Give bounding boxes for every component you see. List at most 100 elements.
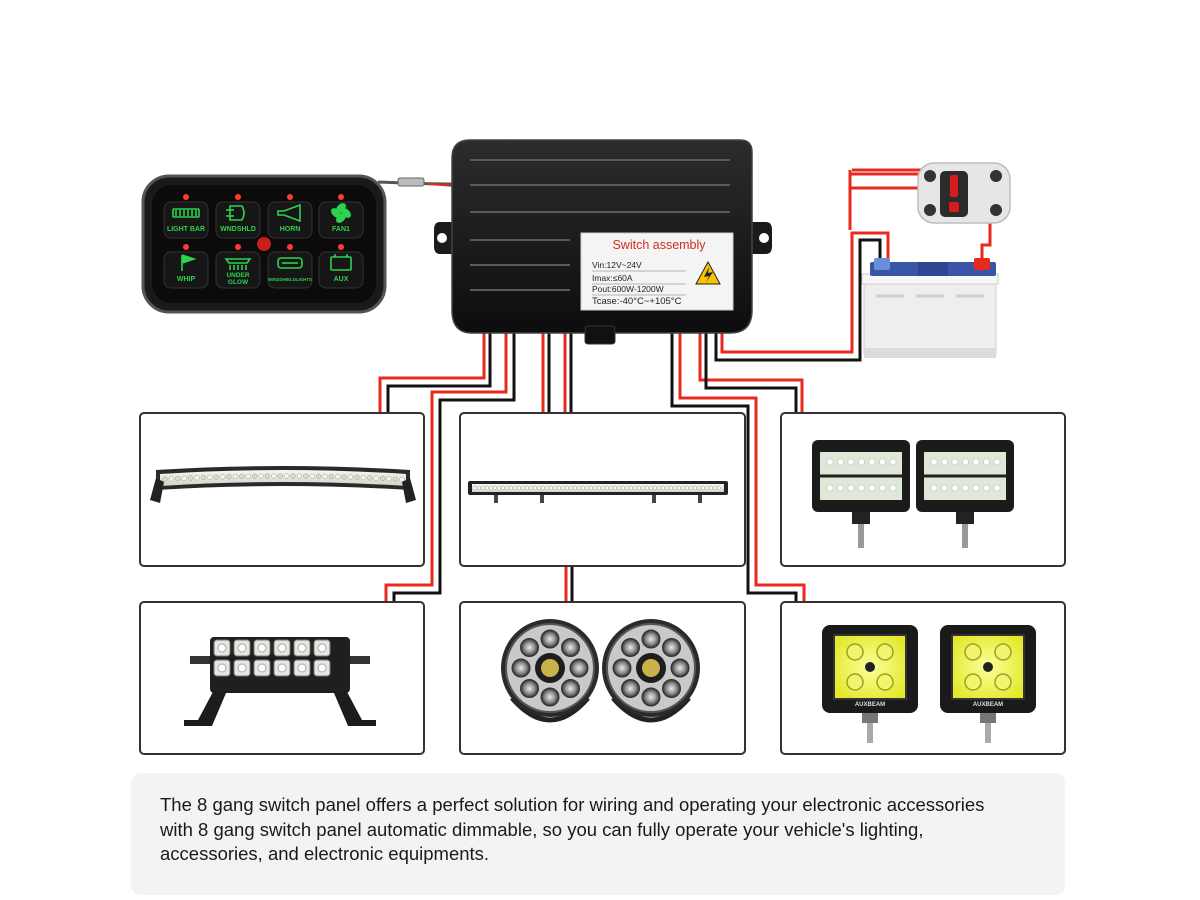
switch-label: WHIP (177, 276, 196, 283)
led (317, 643, 327, 653)
led (239, 473, 245, 480)
led (673, 486, 677, 490)
led (207, 474, 213, 480)
led (373, 475, 379, 481)
wire-breaker-red (848, 172, 934, 230)
led (354, 474, 360, 480)
led (617, 486, 621, 490)
switch-button-windshieldlights[interactable]: WINDSHIELDLIGHTS (267, 244, 313, 289)
spec-tcase: Tcase:-40°C~+105°C (592, 296, 682, 307)
led (341, 474, 347, 480)
led (951, 458, 959, 466)
battery (861, 258, 999, 358)
brand-label: AUXBEAM (855, 702, 885, 708)
led (181, 475, 187, 481)
round-light (602, 619, 700, 723)
led (940, 484, 948, 492)
short-light-bar-image (184, 637, 376, 726)
wire-br-black (670, 333, 798, 602)
spec-vin: Vin:12V~24V (592, 260, 642, 270)
brand-label: AUXBEAM (973, 702, 1003, 708)
led (232, 473, 239, 480)
flood-pods-image (812, 440, 1014, 548)
led (297, 643, 307, 653)
led (876, 643, 894, 661)
horn-icon (277, 203, 301, 223)
switch-button-wndshld[interactable]: WNDSHLD (215, 194, 261, 239)
led (237, 663, 247, 673)
wire-tl-black (386, 333, 492, 413)
wire-breaker-to-battery-post (980, 210, 992, 262)
wire-tl-red (378, 333, 486, 413)
long-light-bar-image (468, 481, 728, 503)
spec-label-title: Switch assembly (612, 238, 706, 252)
led (994, 643, 1012, 661)
led (857, 458, 865, 466)
led (689, 486, 693, 490)
led (162, 476, 168, 482)
description-box: The 8 gang switch panel offers a perfect… (131, 773, 1065, 895)
led (200, 474, 207, 481)
led (669, 486, 673, 490)
wiring-harness (377, 168, 992, 602)
led (693, 486, 697, 490)
switch-button-aux[interactable]: AUX (318, 244, 364, 289)
switch-label-line2: GLOW (228, 279, 249, 286)
led (625, 486, 629, 490)
led (597, 486, 601, 490)
led (681, 486, 685, 490)
switch-label: WNDSHLD (220, 226, 256, 233)
panel-cable-red (427, 183, 456, 187)
wire-box-to-battery-black (714, 238, 882, 362)
flood-pod (916, 440, 1014, 548)
switch-button-fan1[interactable]: FAN1 (318, 194, 364, 239)
switch-assembly-box: Switch assembly Vin:12V~24V Imax:≤60A Po… (434, 139, 772, 345)
led (251, 473, 258, 479)
led (296, 473, 303, 479)
led (940, 458, 948, 466)
led (826, 458, 834, 466)
led (168, 476, 175, 482)
led (993, 484, 1001, 492)
indicator-led (287, 244, 293, 250)
led (328, 473, 335, 480)
led (972, 484, 980, 492)
led (847, 484, 855, 492)
led (847, 458, 855, 466)
switch-button-whip[interactable]: WHIP (163, 244, 209, 289)
led (846, 673, 864, 691)
led (271, 473, 277, 479)
led (641, 486, 645, 490)
led (303, 473, 309, 479)
battery-negative-terminal (874, 258, 890, 270)
led (277, 643, 287, 653)
projector-lens (642, 659, 660, 677)
led (609, 486, 613, 490)
led (993, 458, 1001, 466)
fan-icon (331, 203, 351, 223)
switch-label: HORN (280, 226, 301, 233)
underglow-icon (224, 258, 252, 270)
led (889, 458, 897, 466)
indicator-led (183, 194, 189, 200)
whip-flag-icon (181, 254, 197, 271)
led (315, 473, 322, 479)
led (645, 486, 649, 490)
dimmer-badge (257, 237, 271, 251)
switch-button-light-bar[interactable]: LIGHT BAR (163, 194, 209, 239)
accessory-box-curved-light-bar (139, 412, 425, 567)
led (930, 458, 938, 466)
led (497, 486, 501, 490)
switch-button-horn[interactable]: HORN (267, 194, 313, 239)
led (399, 476, 405, 483)
wire-tr-red (698, 333, 804, 413)
led (187, 475, 194, 481)
switch-label: FAN1 (332, 226, 350, 233)
led (836, 484, 844, 492)
wire-br-red (678, 333, 806, 602)
led (601, 486, 605, 490)
switch-label-line1: UNDER (226, 272, 249, 279)
warning-icon (695, 260, 721, 285)
led (322, 473, 328, 480)
